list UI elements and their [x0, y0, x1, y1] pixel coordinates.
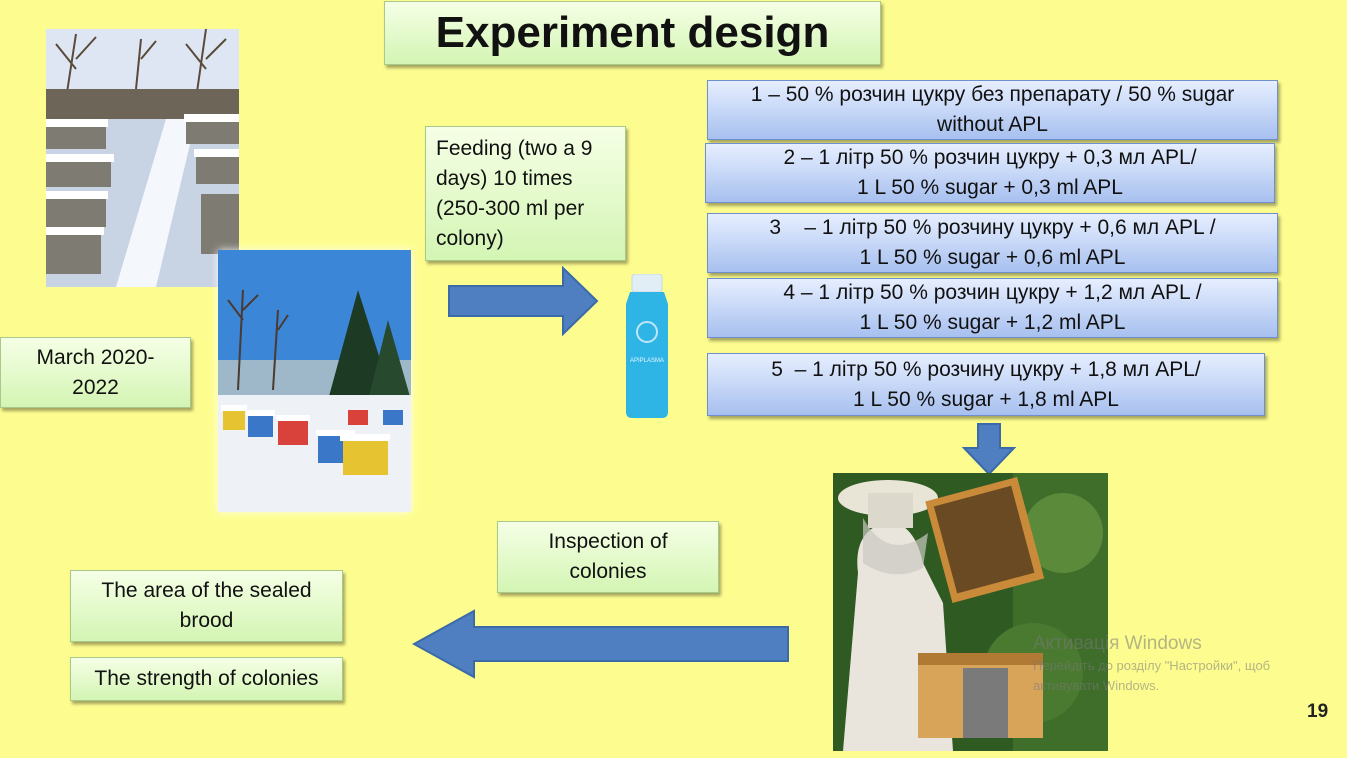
group-4-box: 4 – 1 літр 50 % розчин цукру + 1,2 мл AP… — [707, 278, 1278, 338]
group-2-line-1: 2 – 1 літр 50 % розчин цукру + 0,3 мл AP… — [783, 146, 1197, 169]
left-arrow-icon — [412, 609, 789, 679]
activation-watermark-title: Активація Windows — [1033, 633, 1202, 654]
group-1-box: 1 – 50 % розчин цукру без препарату / 50… — [707, 80, 1278, 140]
bottle-label: APIPLASMA — [630, 358, 664, 364]
group-3-line-2: 1 L 50 % sugar + 0,6 ml APL — [859, 246, 1126, 269]
group-5-box: 5 – 1 літр 50 % розчину цукру + 1,8 мл A… — [707, 353, 1265, 416]
group-4-line-1: 4 – 1 літр 50 % розчин цукру + 1,2 мл AP… — [783, 281, 1202, 304]
group-4-line-2: 1 L 50 % sugar + 1,2 ml APL — [859, 311, 1126, 334]
group-5-line-2: 1 L 50 % sugar + 1,8 ml APL — [853, 387, 1119, 411]
group-3-box: 3 – 1 літр 50 % розчину цукру + 0,6 мл A… — [707, 213, 1278, 273]
group-1-line-1: 1 – 50 % розчин цукру без препарату / 50… — [750, 83, 1235, 106]
apiplasma-bottle-icon: APIPLASMA — [626, 274, 668, 418]
group-5-line-1: 5 – 1 літр 50 % розчину цукру + 1,8 мл A… — [771, 357, 1201, 381]
beekeeper-photo — [833, 473, 1108, 751]
colony-strength-box: The strength of colonies — [70, 657, 343, 701]
feeding-box: Feeding (two a 9 days) 10 times (250-300… — [425, 126, 626, 261]
slide-number: 19 — [1307, 701, 1329, 722]
activation-watermark-line-1: Перейдіть до розділу "Настройки", щоб — [1033, 658, 1271, 673]
date-box: March 2020-2022 — [0, 337, 191, 408]
right-arrow-icon — [448, 266, 599, 336]
slide-title: Experiment design — [384, 1, 881, 65]
inspection-box: Inspection of colonies — [497, 521, 719, 593]
down-arrow-icon — [962, 423, 1016, 476]
winter-apiary-photo-1 — [46, 29, 239, 287]
activation-watermark-line-2: активувати Windows. — [1033, 678, 1160, 693]
group-3-line-1: 3 – 1 літр 50 % розчину цукру + 0,6 мл A… — [769, 216, 1216, 239]
winter-apiary-photo-2 — [218, 250, 411, 512]
sealed-brood-box: The area of the sealed brood — [70, 570, 343, 642]
group-2-box: 2 – 1 літр 50 % розчин цукру + 0,3 мл AP… — [705, 143, 1275, 203]
group-2-line-2: 1 L 50 % sugar + 0,3 ml APL — [857, 176, 1123, 199]
group-1-line-2: without APL — [937, 113, 1048, 136]
